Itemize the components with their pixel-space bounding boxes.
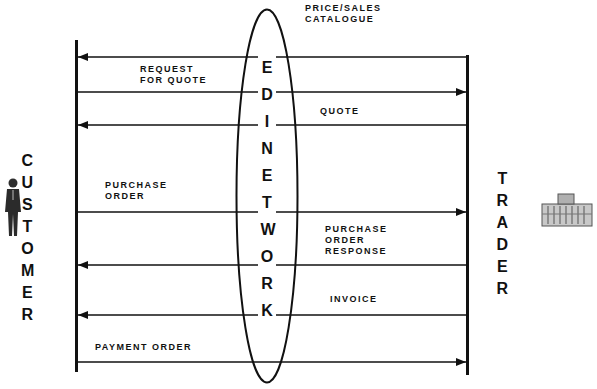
message-label: REQUEST FOR QUOTE (140, 64, 215, 86)
party-bar: TRADER (466, 55, 521, 375)
building-icon (542, 194, 592, 226)
message-label: QUOTE (320, 106, 390, 117)
network-ellipse: EDI NETWORK (235, 8, 299, 384)
person-icon (5, 179, 21, 237)
message-label: INVOICE (330, 294, 400, 305)
message-label: PURCHASE ORDER (105, 180, 185, 202)
message-label: PAYMENT ORDER (95, 342, 205, 353)
message-label: PURCHASE ORDER RESPONSE (325, 224, 400, 257)
party-bar: CUSTOMER (18, 40, 78, 372)
node-label: EDI NETWORK (258, 54, 277, 324)
node-label: TRADER (496, 168, 509, 300)
node-label: CUSTOMER (21, 150, 34, 326)
message-arrow (78, 361, 466, 362)
message-label: PRICE/SALES CATALOGUE (305, 3, 405, 25)
